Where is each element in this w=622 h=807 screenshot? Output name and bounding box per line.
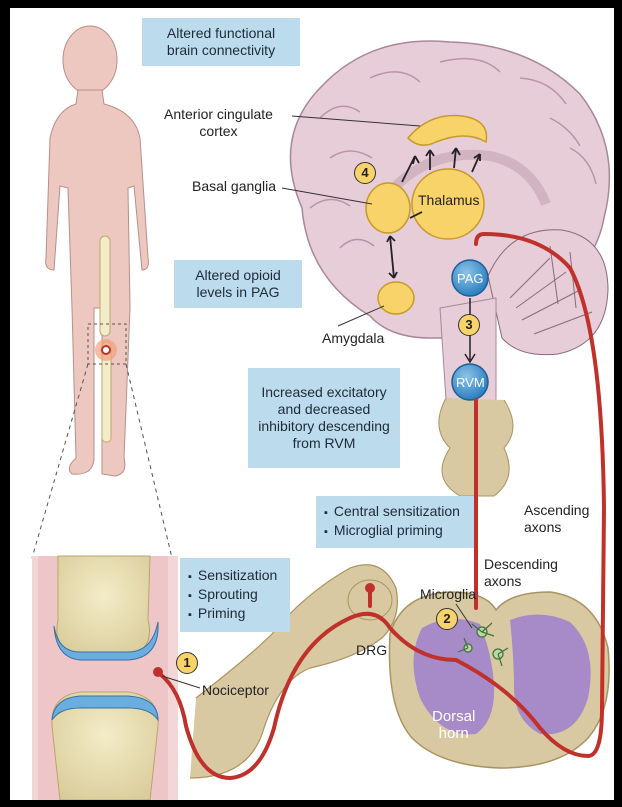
label-thalamus: Thalamus bbox=[418, 192, 479, 209]
label-nociceptor: Nociceptor bbox=[202, 682, 269, 699]
label-descending-axons-line-1: Descending bbox=[484, 556, 558, 573]
label-amygdala: Amygdala bbox=[322, 330, 384, 347]
step-marker-4: 4 bbox=[354, 162, 376, 184]
label-ascending-axons: Ascending axons bbox=[524, 502, 589, 536]
label-dorsal-horn-line-1: Dorsal bbox=[432, 708, 475, 725]
step-marker-1: 1 bbox=[176, 652, 198, 674]
figure-canvas: Altered functional brain connectivity Al… bbox=[10, 8, 614, 800]
label-ascending-axons-line-2: axons bbox=[524, 519, 589, 536]
label-pag: PAG bbox=[457, 270, 484, 287]
label-dorsal-horn: Dorsal horn bbox=[432, 708, 475, 742]
label-descending-axons-line-2: axons bbox=[484, 573, 558, 590]
label-basal-ganglia: Basal ganglia bbox=[192, 178, 276, 195]
label-drg: DRG bbox=[356, 642, 387, 659]
step-marker-3: 3 bbox=[458, 314, 480, 336]
label-descending-axons: Descending axons bbox=[484, 556, 558, 590]
step-marker-2: 2 bbox=[436, 608, 458, 630]
label-microglia: Microglia bbox=[420, 586, 476, 603]
label-rvm: RVM bbox=[456, 374, 485, 391]
leader-lines bbox=[10, 8, 614, 800]
label-ascending-axons-line-1: Ascending bbox=[524, 502, 589, 519]
label-dorsal-horn-line-2: horn bbox=[432, 725, 475, 742]
